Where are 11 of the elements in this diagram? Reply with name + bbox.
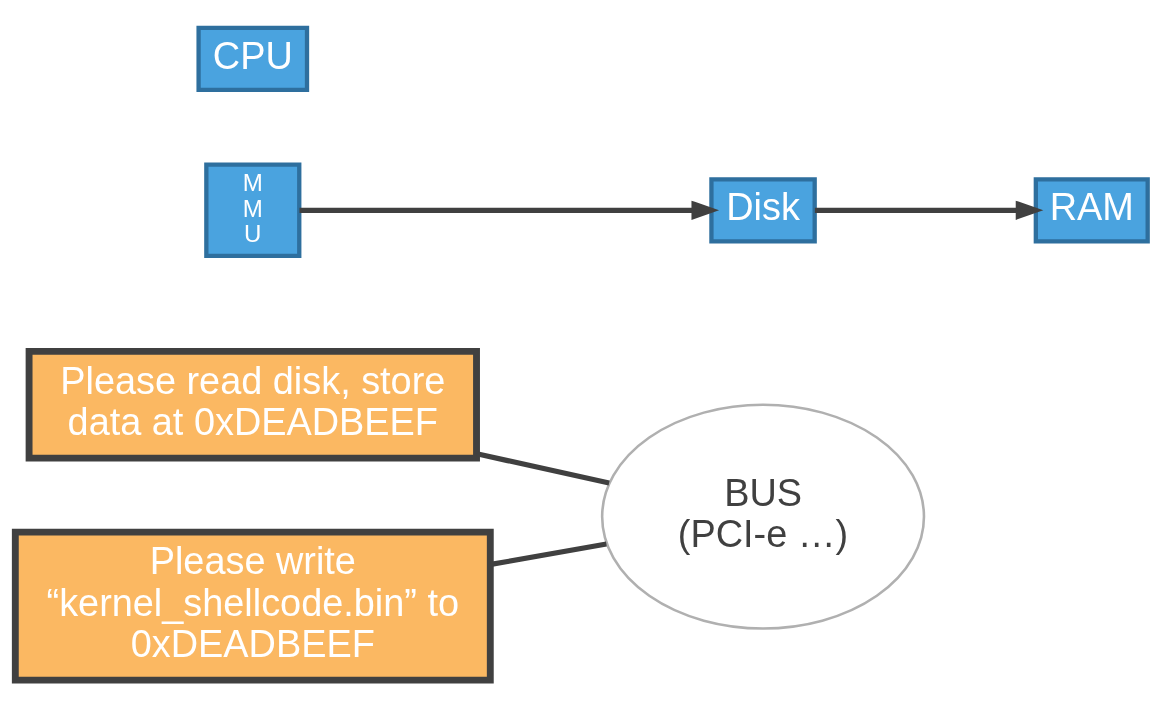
- node-box: Disk: [709, 177, 817, 244]
- node-box: M M U: [204, 162, 302, 259]
- connector: [490, 541, 607, 567]
- arrow: [814, 200, 1044, 220]
- node-box: CPU: [196, 25, 310, 92]
- node-box: Please read disk, store data at 0xDEADBEEF: [25, 348, 480, 462]
- node-ellipse: BUS (PCI-e …): [600, 403, 926, 630]
- arrow: [299, 200, 720, 220]
- connector: [476, 451, 610, 486]
- node-box: Please write “kernel_shellcode.bin” to 0xDEADBEEF: [11, 528, 494, 684]
- node-box: RAM: [1033, 177, 1150, 244]
